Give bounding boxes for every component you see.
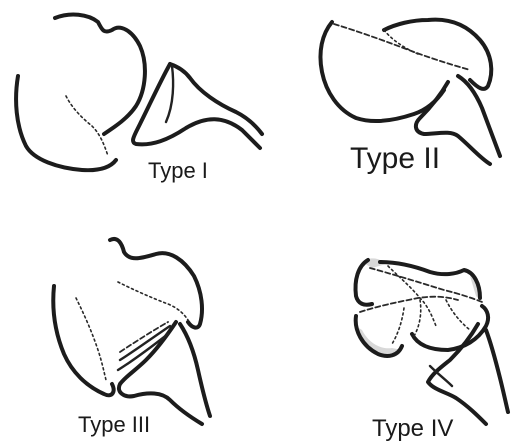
type-3-neck-drawing [118,322,210,424]
panel-type-3: Type III [53,239,210,437]
type-2-label: Type II [350,142,440,175]
type-4-label: Type IV [372,415,453,442]
panel-type-1: Type I [16,15,262,183]
type-4-head-drawing [356,258,489,358]
type-2-head-drawing [320,20,491,121]
panel-type-2: Type II [320,20,500,175]
type-4-neck-drawing [428,324,508,424]
type-1-label: Type I [148,158,208,183]
type-1-head-drawing [16,15,145,171]
type-1-neck-drawing [133,64,262,148]
panel-type-4: Type IV [356,258,509,442]
type-3-label: Type III [78,412,150,437]
type-3-head-drawing [53,239,202,395]
